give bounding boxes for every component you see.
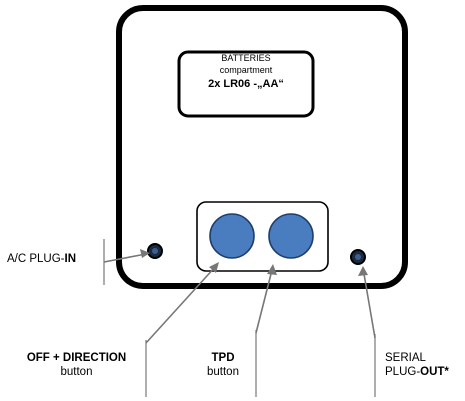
off-direction-button[interactable]	[209, 213, 255, 259]
serial-prefix: PLUG-	[385, 366, 421, 378]
off-direction-label: OFF + DIRECTION button	[15, 351, 138, 379]
serial-callout-line	[363, 273, 376, 339]
serial-arrowhead	[358, 266, 368, 276]
tpd-callout-line	[255, 269, 273, 334]
ac-plug-in-inner	[152, 248, 158, 254]
serial-line2: PLUG-OUT*	[385, 365, 449, 379]
ac-plug-bold: IN	[64, 253, 77, 265]
serial-plug-out-label: SERIAL PLUG-OUT*	[385, 351, 449, 379]
tpd-title: TPD	[211, 352, 235, 364]
tpd-label: TPD button	[198, 351, 248, 379]
ac-plug-arrowhead	[140, 249, 150, 258]
tpd-sub: button	[207, 366, 239, 378]
off-direction-title: OFF + DIRECTION	[26, 352, 127, 364]
battery-subtitle: compartment	[219, 65, 273, 75]
battery-compartment	[177, 50, 315, 118]
serial-bold: OUT*	[420, 366, 449, 378]
ac-plug-callout-line	[103, 253, 147, 263]
serial-line1: SERIAL	[385, 352, 426, 364]
off-direction-arrowhead	[209, 262, 219, 273]
battery-spec: 2x LR06 -„AA“	[208, 78, 284, 90]
tpd-button[interactable]	[268, 213, 314, 259]
ac-plug-in-label: A/C PLUG-IN	[7, 252, 76, 266]
battery-title: BATTERIES	[221, 53, 271, 63]
tpd-arrowhead	[267, 264, 277, 275]
serial-plug-out-inner	[355, 254, 361, 260]
battery-compartment-text: BATTERIES compartment 2x LR06 -„AA“	[180, 52, 312, 92]
off-direction-sub: button	[60, 366, 93, 378]
off-direction-callout-line	[145, 265, 217, 344]
ac-plug-prefix: A/C PLUG-	[7, 253, 65, 265]
